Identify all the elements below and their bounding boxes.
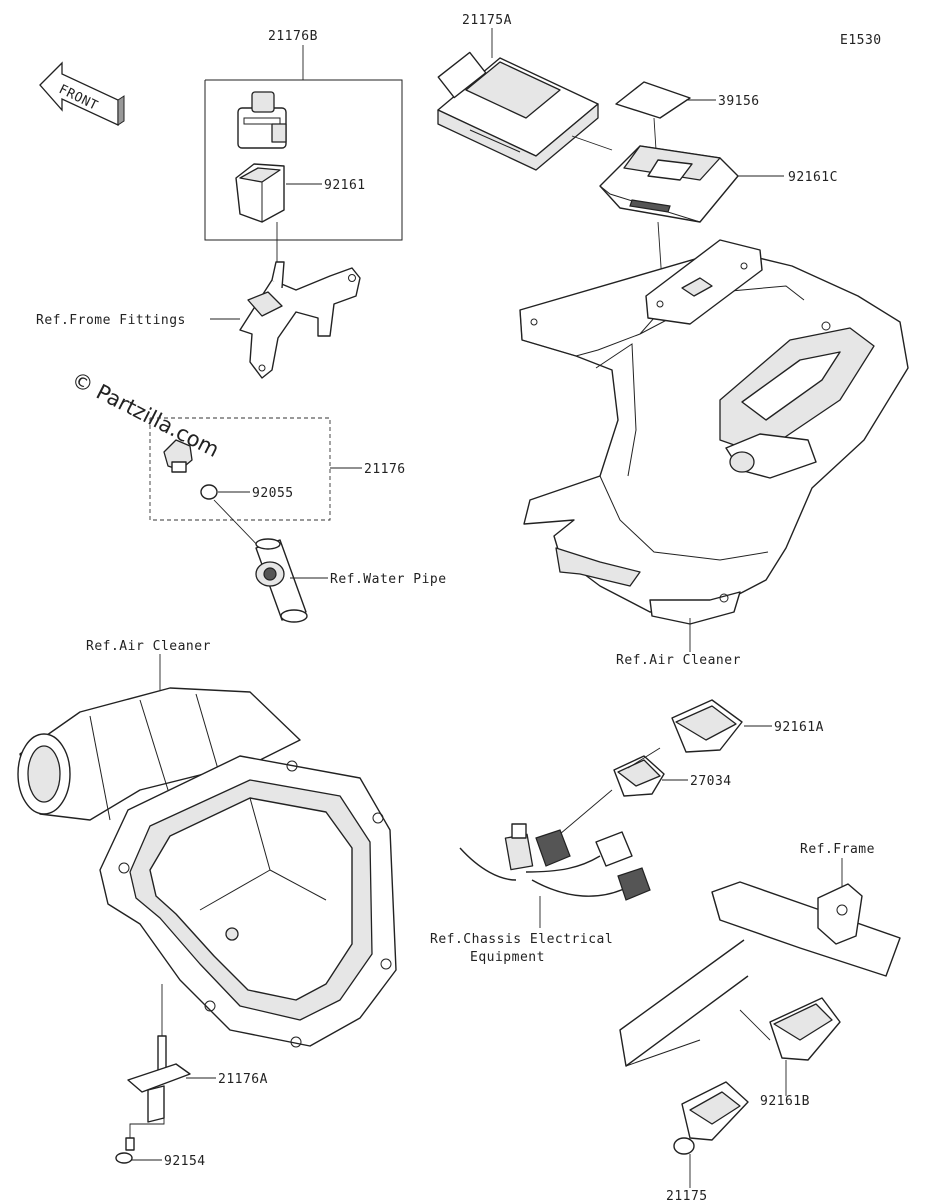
label-39156: 39156 [718,94,760,109]
label-ref-frame-fittings: Ref.Frome Fittings [36,313,186,328]
frame-fitting-bracket [239,261,361,379]
part-21176b-group: 21176B 92161 [204,29,403,262]
cap-92161b[interactable] [769,997,841,1061]
chassis-harness [459,823,651,901]
diagram-code: E1530 [840,33,882,48]
screw-92154[interactable] [115,1137,135,1164]
label-92161: 92161 [324,178,366,193]
part-21176-group: 21176 92055 [149,417,406,553]
holder-92161c[interactable] [599,145,739,223]
water-pipe [255,538,308,623]
label-ref-chassis-line2: Equipment [470,950,545,965]
pad-39156[interactable] [615,81,691,119]
label-92055: 92055 [252,486,294,501]
front-arrow-icon: FRONT [39,61,125,127]
water-temp-sensor-21176[interactable] [163,439,193,473]
sensor-21176b[interactable] [237,91,287,149]
air-cleaner-housing-left [17,687,397,1048]
label-ref-air-cleaner-right: Ref.Air Cleaner [616,653,741,668]
label-21176a: 21176A [218,1072,268,1087]
switch-27034[interactable] [613,755,665,797]
watermark: © Partzilla.com [68,367,223,462]
sensor-21175[interactable] [673,1081,749,1155]
label-21176b: 21176B [268,29,318,44]
label-92154: 92154 [164,1154,206,1169]
boot-92161[interactable] [235,163,285,223]
label-ref-chassis-line1: Ref.Chassis Electrical [430,932,613,947]
air-cleaner-housing-right [519,239,909,625]
label-ref-water-pipe: Ref.Water Pipe [330,572,447,587]
label-ref-frame: Ref.Frame [800,842,875,857]
sensor-21176a[interactable] [127,1035,191,1123]
label-21175: 21175 [666,1189,708,1200]
label-ref-air-cleaner-left: Ref.Air Cleaner [86,639,211,654]
o-ring-92055[interactable] [200,484,218,500]
label-92161a: 92161A [774,720,824,735]
cap-92161a[interactable] [671,699,743,753]
frame-member [619,881,901,1067]
label-27034: 27034 [690,774,732,789]
label-21175a: 21175A [462,13,512,28]
label-21176: 21176 [364,462,406,477]
label-92161c: 92161C [788,170,838,185]
ecu-21175a[interactable] [437,51,599,171]
label-92161b: 92161B [760,1094,810,1109]
